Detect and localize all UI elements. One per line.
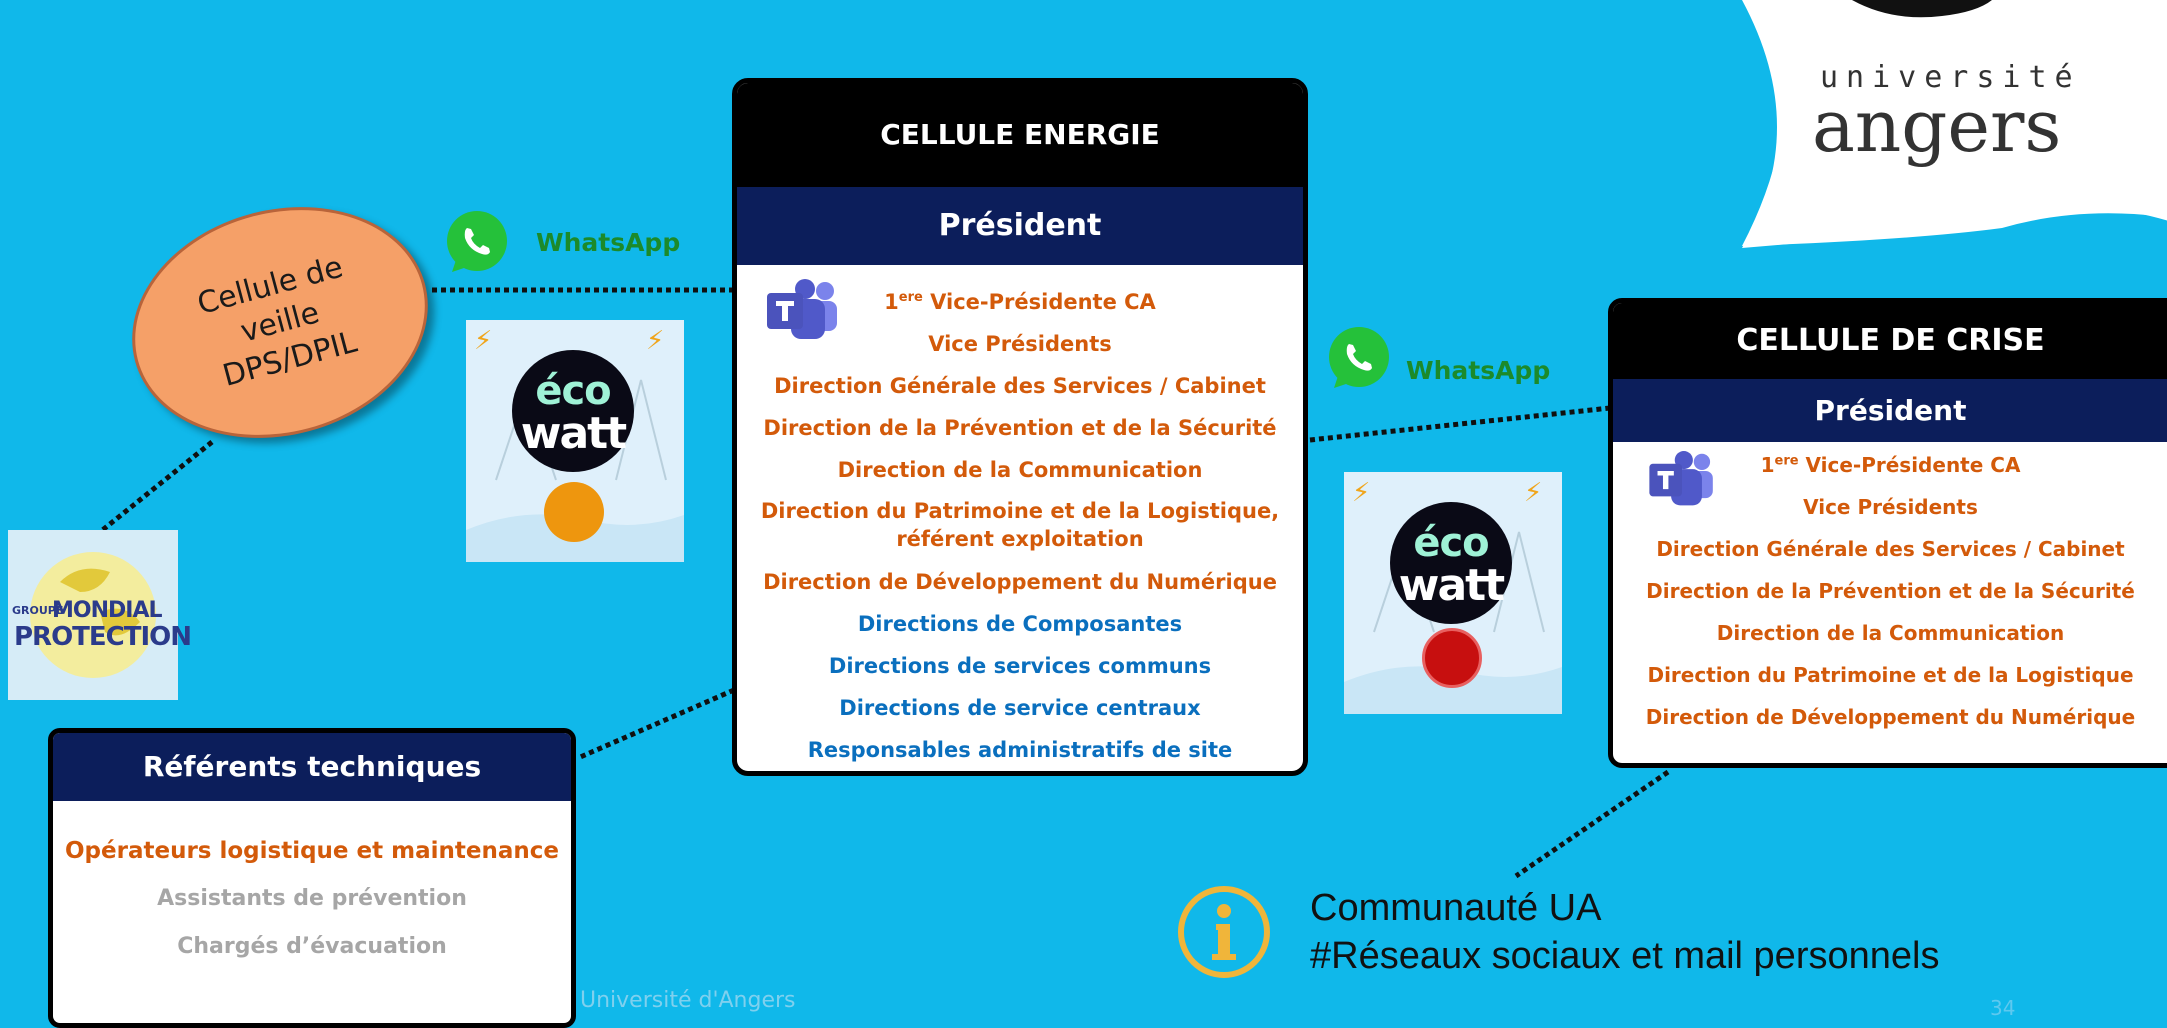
cellule-crise-box: CELLULE DE CRISE Président 1ere Vice-Pré… bbox=[1608, 298, 2167, 768]
cellule-crise-president: Président bbox=[1613, 379, 2167, 442]
crise-item: Direction de Développement du Numérique bbox=[1645, 705, 2136, 729]
cellule-veille-node: Cellule de veille DPS/DPIL bbox=[105, 175, 455, 470]
referents-techniques-box: Référents techniques Opérateurs logistiq… bbox=[48, 728, 576, 1028]
ecowatt-signal-red bbox=[1422, 628, 1482, 688]
whatsapp-icon bbox=[442, 206, 512, 276]
info-icon bbox=[1176, 884, 1272, 980]
cellule-energie-president: Président bbox=[737, 187, 1303, 265]
referents-item-operateurs: Opérateurs logistique et maintenance bbox=[65, 838, 559, 864]
lightning-icon: ⚡ bbox=[1352, 478, 1371, 508]
lightning-icon: ⚡ bbox=[1524, 478, 1543, 508]
whatsapp-label-left: WhatsApp bbox=[536, 228, 681, 257]
energie-item-patrimoine: Direction du Patrimoine et de la Logisti… bbox=[760, 499, 1280, 551]
referents-item-assistants: Assistants de prévention bbox=[157, 886, 467, 911]
connector-crise-communaute bbox=[1514, 769, 1670, 879]
whatsapp-label-right: WhatsApp bbox=[1406, 356, 1551, 385]
ecowatt-card-red: ⚡ ⚡ éco watt bbox=[1344, 472, 1562, 714]
cellule-energie-box: CELLULE ENERGIE Président 1ere Vice-Prés… bbox=[732, 78, 1308, 776]
connector-energie-referents bbox=[577, 687, 735, 761]
communaute-text: Communauté UA #Réseaux sociaux et mail p… bbox=[1310, 884, 1939, 980]
lightning-icon: ⚡ bbox=[646, 326, 665, 356]
referents-title: Référents techniques bbox=[53, 733, 571, 801]
energie-item: Direction de la Communication bbox=[837, 458, 1203, 482]
cellule-crise-title: CELLULE DE CRISE bbox=[1613, 303, 2167, 379]
cellule-energie-title: CELLULE ENERGIE bbox=[737, 83, 1303, 187]
ecowatt-signal-orange bbox=[544, 482, 604, 542]
energie-item-blue: Directions de Composantes bbox=[857, 612, 1183, 636]
footer-text: Université d'Angers bbox=[580, 988, 796, 1013]
mondial-protection-logo: GROUPE MONDIAL PROTECTION bbox=[8, 530, 192, 700]
ecowatt-logo: éco watt bbox=[512, 350, 634, 472]
referents-item-charges: Chargés d’évacuation bbox=[177, 934, 447, 959]
logo-text-angers: angers bbox=[1812, 84, 2062, 168]
crise-item: Vice Présidents bbox=[1803, 495, 1978, 519]
communaute-line1: Communauté UA bbox=[1310, 887, 1602, 929]
ecowatt-logo: éco watt bbox=[1390, 502, 1512, 624]
page-number: 34 bbox=[1990, 996, 2016, 1020]
energie-item-blue: Directions de service centraux bbox=[839, 696, 1201, 720]
energie-item: Vice Présidents bbox=[928, 332, 1112, 356]
energie-item: Direction de la Prévention et de la Sécu… bbox=[763, 416, 1277, 440]
communaute-line2: #Réseaux sociaux et mail personnels bbox=[1310, 935, 1940, 977]
energie-item-numerique: Direction de Développement du Numérique bbox=[763, 570, 1277, 594]
energie-vp-ca: 1ere Vice-Présidente CA bbox=[884, 290, 1156, 314]
lightning-icon: ⚡ bbox=[474, 326, 493, 356]
energie-item-blue: Directions de services communs bbox=[828, 654, 1212, 678]
crise-item: Direction de la Communication bbox=[1716, 621, 2065, 645]
connector-energie-crise bbox=[1309, 405, 1611, 443]
universite-angers-logo: université angers bbox=[1742, 0, 2167, 248]
crise-vp-ca: 1ere Vice-Présidente CA bbox=[1760, 453, 2021, 477]
energie-item-blue: Responsables administratifs de site bbox=[807, 738, 1233, 762]
crise-item: Direction Générale des Services / Cabine… bbox=[1656, 537, 2125, 561]
teams-icon bbox=[767, 279, 839, 343]
ecowatt-card-orange: ⚡ ⚡ éco watt bbox=[466, 320, 684, 562]
teams-icon bbox=[1649, 451, 1715, 509]
whatsapp-icon bbox=[1324, 322, 1394, 392]
logo-text-universite: université bbox=[1820, 60, 2081, 95]
crise-item: Direction du Patrimoine et de la Logisti… bbox=[1647, 663, 2134, 687]
energie-item: Direction Générale des Services / Cabine… bbox=[774, 374, 1266, 398]
crise-item: Direction de la Prévention et de la Sécu… bbox=[1646, 579, 2135, 603]
